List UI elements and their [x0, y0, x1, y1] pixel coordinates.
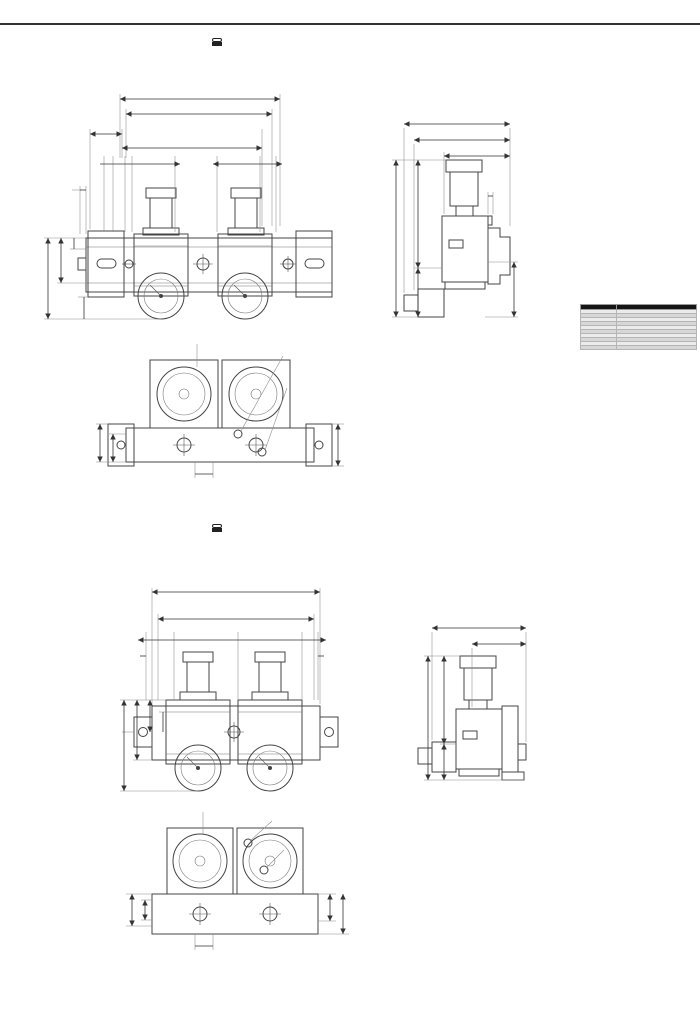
cell-count: [580, 345, 617, 350]
table-row: [580, 345, 697, 350]
s1-front-view-drawing: [44, 94, 333, 320]
s2-bottom-view-drawing: [126, 812, 349, 950]
cad-icon: [212, 524, 222, 528]
s2-front-view-drawing: [120, 588, 339, 792]
cell-l2: [616, 345, 697, 350]
l2-dimension-table: [580, 304, 697, 350]
header-rule: [0, 23, 700, 25]
s2-side-view-drawing: [417, 625, 527, 781]
s1-side-view-drawing: [392, 121, 518, 318]
cad-icon: [212, 38, 222, 42]
s1-bottom-view-drawing: [96, 344, 344, 478]
